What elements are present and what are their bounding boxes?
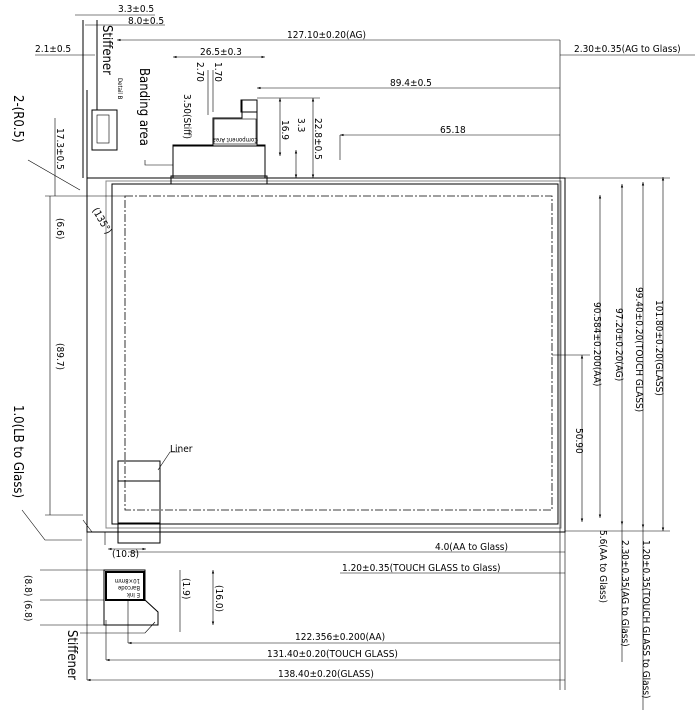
dim-text: 131.40±0.20(TOUCH GLASS)	[267, 649, 398, 660]
dim-text: 122.356±0.200(AA)	[295, 632, 385, 643]
detail-b-box	[91, 109, 118, 151]
dim-text: 101.80±0.20(GLASS)	[653, 300, 664, 396]
barcode-tab: E Ink Barcode 10×8mm	[103, 569, 159, 626]
dim-text: 138.40±0.20(GLASS)	[278, 669, 374, 680]
dim-text: 89.4±0.5	[390, 78, 432, 89]
component-area-label: Component Area	[213, 136, 258, 143]
active-area-outline	[124, 195, 553, 511]
liner	[117, 480, 161, 524]
dim-text: 50.90	[573, 428, 584, 454]
corner-radius-label: 2-(R0.5)	[10, 95, 25, 143]
dim-text: 65.18	[440, 125, 466, 136]
liner-label: Liner	[170, 444, 193, 455]
dim-text: 3.50(Stiff)	[181, 94, 192, 139]
dim-text: 3.3±0.5	[118, 4, 154, 15]
lb-to-glass-label: 1.0(LB to Glass)	[10, 405, 25, 498]
bonding-area	[172, 145, 266, 177]
dim-text: 5.6(AA to Glass)	[597, 530, 608, 603]
detail-b-label: Detail B	[116, 78, 123, 100]
dim-text: 3.3	[295, 118, 306, 132]
dim-text: 99.40±0.20(TOUCH GLASS)	[633, 287, 644, 412]
glass-outline	[86, 177, 566, 533]
liner-top	[117, 460, 161, 482]
fpc-connector	[170, 175, 268, 185]
barcode-text: Barcode	[117, 584, 140, 591]
dim-text: 1.20±0.35(TOUCH GLASS to Glass)	[342, 563, 501, 574]
stiffener-top-label: Stiffener	[99, 25, 114, 75]
dim-text: 90.584±0.200(AA)	[591, 302, 602, 386]
horizontal-dimensions: 3.3±0.5 8.0±0.5 2.1±0.5 127.10±0.20(AG) …	[35, 4, 695, 690]
panel-outline	[86, 177, 566, 533]
dim-text: (1.9)	[180, 578, 191, 599]
dim-text: 17.3±0.5	[54, 128, 65, 170]
stiffener-bottom-label: Stiffener	[64, 630, 79, 680]
top-fpc: Component Area	[170, 99, 268, 185]
touch-glass-outline	[105, 180, 562, 529]
dim-text: (6.8)	[22, 600, 33, 621]
dim-text: 4.0(AA to Glass)	[435, 542, 508, 553]
bonding-area-label: Banding area	[136, 68, 151, 146]
dim-text: 2.30±0.35(AG to Glass)	[619, 540, 630, 647]
barcode-text: 10×8mm	[115, 577, 140, 584]
dim-text: 1.20±0.35(TOUCH GLASS to Glass)	[640, 540, 651, 699]
dim-text: (10.8)	[112, 549, 139, 560]
dim-text: 1.70	[212, 62, 223, 82]
dim-text: 97.20±0.20(AG)	[613, 308, 624, 381]
dim-text: 16.9	[279, 120, 290, 140]
dim-text: 127.10±0.20(AG)	[287, 30, 366, 41]
dim-text: (6.6)	[54, 218, 65, 239]
barcode-text: E Ink	[126, 591, 140, 598]
dim-text: 26.5±0.3	[200, 47, 242, 58]
dim-text: (8.8)	[22, 575, 33, 596]
dim-text: 2.70	[194, 62, 205, 82]
dim-text: 2.1±0.5	[35, 44, 71, 55]
dim-text: (16.0)	[213, 585, 224, 612]
vertical-dimensions: 101.80±0.20(GLASS) 99.40±0.20(TOUCH GLAS…	[22, 62, 670, 710]
angle-label: (135°)	[89, 206, 113, 236]
dim-text: 8.0±0.5	[128, 16, 164, 27]
dim-text: 2.30±0.35(AG to Glass)	[574, 44, 681, 55]
dim-text: 22.8±0.5	[312, 118, 323, 160]
ag-outline	[111, 183, 559, 525]
dim-text: (89.7)	[54, 343, 65, 370]
